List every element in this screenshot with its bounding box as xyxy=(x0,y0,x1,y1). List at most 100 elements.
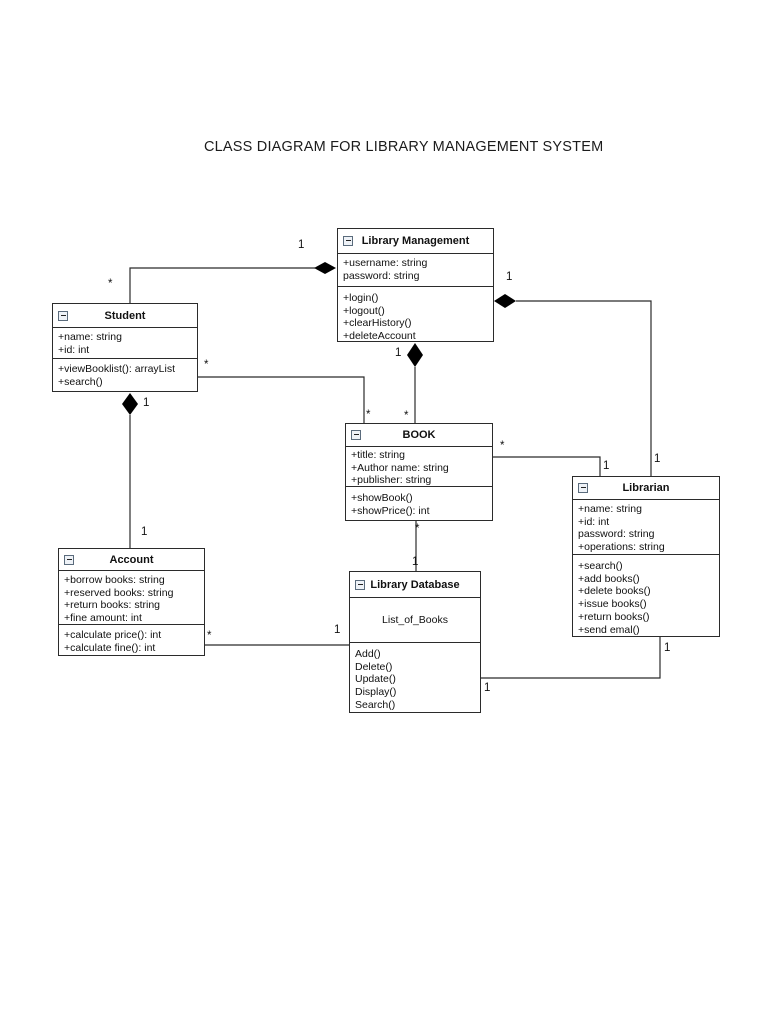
edge-librarymanagement-librarian xyxy=(516,300,652,476)
attribute-row: +name: string xyxy=(58,331,122,343)
attributes-compartment: +name: string +id: int xyxy=(53,327,197,358)
edge-student-librarymanagement xyxy=(129,267,315,303)
class-title-bar: BOOK xyxy=(346,424,492,446)
class-title-bar: Account xyxy=(59,549,204,570)
method-row: Search() xyxy=(355,698,396,711)
attribute-row: +fine amount: int xyxy=(64,612,142,624)
methods-compartment: Add() Delete() Update() Display() Search… xyxy=(350,642,480,712)
attribute-row: +operations: string xyxy=(578,541,665,554)
attribute-row: +return books: string xyxy=(64,599,161,612)
multiplicity-label: 1 xyxy=(412,556,419,568)
attributes-compartment: +title: string +Author name: string +pub… xyxy=(346,446,492,486)
collapse-icon[interactable] xyxy=(578,483,588,493)
attribute-row: +reserved books: string xyxy=(64,586,174,599)
multiplicity-label: 1 xyxy=(654,453,661,465)
attribute-row: +username: string xyxy=(343,257,428,269)
class-title-bar: Librarian xyxy=(573,477,719,499)
methods-compartment: +viewBooklist(): arrayList +search() xyxy=(53,358,197,391)
methods-compartment: +search() +add books() +delete books() +… xyxy=(573,554,719,636)
attribute-row: +borrow books: string xyxy=(64,574,165,586)
class-name: Librarian xyxy=(622,482,670,494)
attribute-row: password: string xyxy=(343,269,420,282)
diagram-title: CLASS DIAGRAM FOR LIBRARY MANAGEMENT SYS… xyxy=(204,139,604,155)
multiplicity-label: 1 xyxy=(141,526,148,538)
method-row: Add() xyxy=(355,648,381,660)
method-row: +clearHistory() xyxy=(343,317,412,330)
attributes-compartment: +name: string +id: int password: string … xyxy=(573,499,719,554)
methods-compartment: +login() +logout() +clearHistory() +dele… xyxy=(338,286,493,342)
class-student: Student +name: string +id: int +viewBook… xyxy=(52,303,198,392)
multiplicity-label: 1 xyxy=(506,271,513,283)
method-row: +add books() xyxy=(578,572,640,585)
method-row: +login() xyxy=(343,292,379,304)
methods-compartment: +showBook() +showPrice(): int xyxy=(346,486,492,520)
class-name: Account xyxy=(109,553,154,566)
method-row: +viewBooklist(): arrayList xyxy=(58,363,175,375)
multiplicity-label: * xyxy=(500,440,505,452)
attribute-row: password: string xyxy=(578,528,655,541)
edge-student-book xyxy=(198,376,365,423)
method-row: +delete books() xyxy=(578,585,651,598)
composition-diamond-librarymanagement-librarian xyxy=(494,294,516,308)
multiplicity-label: 1 xyxy=(395,347,402,359)
collapse-icon[interactable] xyxy=(355,579,365,590)
attribute-row: List_of_Books xyxy=(382,613,448,626)
method-row: +calculate fine(): int xyxy=(64,641,156,654)
attribute-row: +id: int xyxy=(58,343,90,356)
multiplicity-label: 1 xyxy=(603,460,610,472)
class-name: Library Management xyxy=(361,235,470,247)
multiplicity-label: * xyxy=(404,410,409,422)
attributes-compartment: +borrow books: string +reserved books: s… xyxy=(59,570,204,624)
composition-diamond-student-account xyxy=(122,393,138,415)
method-row: +search() xyxy=(578,560,623,572)
multiplicity-label: * xyxy=(415,523,420,535)
method-row: +send emal() xyxy=(578,623,640,636)
collapse-icon[interactable] xyxy=(58,310,68,321)
class-librarian: Librarian +name: string +id: int passwor… xyxy=(572,476,720,637)
class-book: BOOK +title: string +Author name: string… xyxy=(345,423,493,521)
edge-book-librarian xyxy=(493,456,601,476)
class-title-bar: Library Management xyxy=(338,229,493,253)
attribute-row: +id: int xyxy=(578,515,610,528)
method-row: Delete() xyxy=(355,660,393,673)
class-account: Account +borrow books: string +reserved … xyxy=(58,548,205,656)
attribute-row: +title: string xyxy=(351,449,405,461)
composition-diamond-librarymanagement-student xyxy=(314,262,336,274)
multiplicity-label: 1 xyxy=(664,642,671,654)
method-row: +search() xyxy=(58,375,103,388)
class-title-bar: Student xyxy=(53,304,197,327)
method-row: +calculate price(): int xyxy=(64,629,162,641)
method-row: +showPrice(): int xyxy=(351,504,430,517)
method-row: +issue books() xyxy=(578,598,647,611)
class-name: Student xyxy=(104,309,146,322)
method-row: +deleteAccount xyxy=(343,330,416,342)
method-row: Update() xyxy=(355,673,396,686)
collapse-icon[interactable] xyxy=(351,430,361,440)
multiplicity-label: 1 xyxy=(334,624,341,636)
multiplicity-label: 1 xyxy=(298,239,305,251)
method-row: +showBook() xyxy=(351,492,413,504)
multiplicity-label: * xyxy=(108,278,113,290)
class-name: Library Database xyxy=(370,578,460,591)
methods-compartment: +calculate price(): int +calculate fine(… xyxy=(59,624,204,655)
attributes-compartment: List_of_Books xyxy=(350,597,480,642)
multiplicity-label: 1 xyxy=(484,682,491,694)
multiplicity-label: * xyxy=(366,409,371,421)
method-row: Display() xyxy=(355,686,397,699)
composition-diamond-librarymanagement-book xyxy=(407,343,423,367)
multiplicity-label: * xyxy=(207,630,212,642)
class-library-database: Library Database List_of_Books Add() Del… xyxy=(349,571,481,713)
collapse-icon[interactable] xyxy=(343,236,353,246)
edge-librarian-librarydatabase xyxy=(481,636,661,679)
method-row: +return books() xyxy=(578,610,650,623)
class-name: BOOK xyxy=(402,429,436,441)
method-row: +logout() xyxy=(343,304,385,317)
class-title-bar: Library Database xyxy=(350,572,480,597)
collapse-icon[interactable] xyxy=(64,554,74,565)
attribute-row: +name: string xyxy=(578,503,642,515)
class-library-management: Library Management +username: string pas… xyxy=(337,228,494,342)
attributes-compartment: +username: string password: string xyxy=(338,253,493,286)
attribute-row: +Author name: string xyxy=(351,461,449,474)
multiplicity-label: * xyxy=(204,359,209,371)
